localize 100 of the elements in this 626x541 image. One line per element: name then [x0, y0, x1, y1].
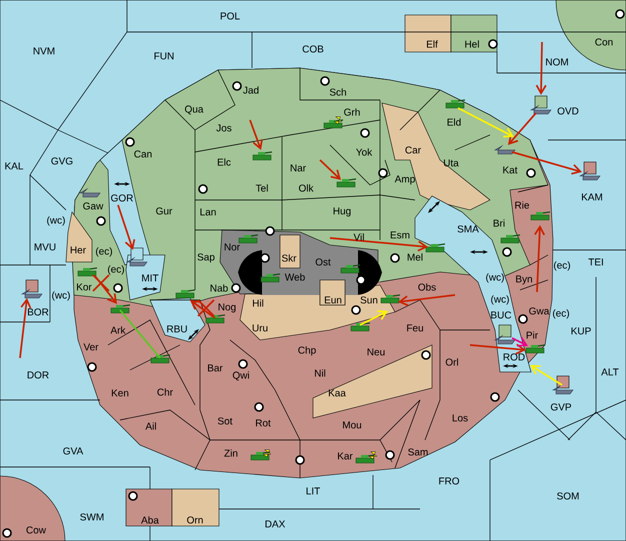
province-label: Byn: [516, 276, 532, 284]
province-label: GVP: [550, 403, 572, 411]
province-label: GVA: [63, 447, 84, 455]
province-label: Elf: [426, 40, 438, 48]
province-label: Con: [595, 38, 613, 46]
province-label: Can: [134, 150, 152, 158]
province-label: LIT: [306, 488, 320, 494]
province-label: Uta: [444, 160, 459, 166]
province-label: Qua: [185, 106, 204, 114]
province-label: Grh: [344, 108, 360, 116]
province-label: KUP: [572, 328, 591, 334]
province-label: DOR: [28, 371, 49, 379]
province-label: (wc): [47, 216, 65, 226]
province-label: ROD: [504, 353, 525, 361]
province-label: Sap: [198, 253, 214, 263]
province-label: Eun: [324, 296, 342, 304]
province-label: Sch: [330, 88, 346, 96]
province-label: KAM: [582, 194, 602, 200]
province-label: Hel: [465, 40, 479, 48]
province-label: Chp: [298, 346, 316, 356]
province-label: RBU: [167, 326, 187, 332]
province-label: GOR: [111, 194, 133, 202]
province-label: Sam: [408, 448, 428, 456]
province-label: (wc): [52, 291, 70, 301]
province-label: Nog: [218, 304, 236, 312]
province-label: Web: [284, 273, 305, 281]
province-label: Olk: [298, 184, 314, 192]
province-label: NOM: [546, 58, 568, 66]
province-label: Car: [405, 146, 421, 154]
province-label: Rie: [515, 201, 530, 209]
province-label: (ec): [554, 261, 570, 271]
province-label: Hil: [252, 299, 264, 307]
province-label: MVU: [34, 244, 56, 250]
province-label: ALT: [601, 368, 619, 376]
province-label: Chr: [157, 388, 173, 396]
province-label: Aba: [141, 516, 159, 524]
province-label: DAX: [266, 520, 286, 528]
province-label: Kor: [77, 284, 92, 290]
province-label: Uru: [252, 324, 268, 332]
province-label: TEI: [588, 258, 603, 266]
province-label: Qwi: [232, 371, 249, 381]
province-label: Amp: [394, 176, 415, 184]
province-label: Ail: [145, 422, 156, 430]
province-label: Gwa: [529, 307, 550, 315]
province-label: BUC: [491, 311, 512, 319]
province-label: GVG: [51, 157, 72, 165]
province-label: Neu: [368, 348, 384, 356]
province-label: Cow: [26, 526, 46, 534]
province-label: Los: [452, 414, 468, 422]
province-label: Nab: [210, 284, 228, 292]
province-label: Ver: [84, 344, 98, 350]
province-label: Her: [70, 246, 86, 254]
province-label: Skr: [282, 254, 296, 262]
province-label: Mel: [408, 253, 422, 261]
province-label: Kar: [338, 452, 353, 460]
province-label: Mou: [343, 422, 362, 428]
province-label: SMA: [458, 225, 479, 233]
province-label: Rot: [256, 420, 271, 426]
province-label: (ec): [108, 265, 124, 275]
province-label: Kat: [503, 166, 518, 174]
province-label: Nor: [224, 244, 240, 250]
province-label: Feu: [407, 324, 423, 332]
province-label: Nar: [290, 164, 306, 172]
province-label: Yok: [356, 148, 372, 156]
province-label: (ec): [553, 309, 569, 319]
province-label: SWM: [80, 513, 104, 521]
province-label: Kaa: [328, 390, 346, 396]
province-label: FRO: [439, 477, 460, 485]
province-label: Hug: [334, 208, 351, 216]
province-label: Jos: [216, 124, 232, 132]
province-label: BOR: [28, 308, 48, 316]
province-label: Bar: [208, 364, 223, 372]
province-label: Esm: [390, 232, 410, 238]
province-label: Zin: [224, 449, 238, 457]
province-label: Sun: [360, 296, 378, 304]
province-label: Lan: [200, 208, 216, 216]
province-label: Ost: [316, 258, 331, 266]
province-label: OVD: [558, 107, 578, 115]
province-label: Orl: [446, 358, 458, 366]
province-label: Gaw: [83, 202, 104, 210]
province-label: COB: [302, 45, 324, 53]
province-label: SOM: [557, 492, 579, 500]
province-label: (ec): [96, 247, 112, 257]
province-label: Jad: [243, 86, 258, 94]
province-label: Tel: [256, 184, 268, 192]
province-label: Gur: [156, 207, 172, 215]
province-label: FUN: [154, 52, 174, 60]
province-label: Bri: [494, 219, 504, 227]
province-label: Obs: [418, 283, 436, 291]
province-label: Ken: [112, 390, 128, 396]
province-label: Pir: [526, 331, 538, 339]
province-label: Sot: [218, 417, 232, 425]
province-label: NVM: [34, 48, 54, 54]
province-label: MIT: [142, 274, 158, 282]
province-label: Vil: [354, 233, 364, 241]
province-label: Orn: [187, 516, 203, 524]
province-label: Ark: [110, 326, 126, 334]
province-label: (wc): [486, 273, 504, 283]
province-label: Elc: [218, 158, 231, 166]
province-label: POL: [220, 12, 240, 20]
